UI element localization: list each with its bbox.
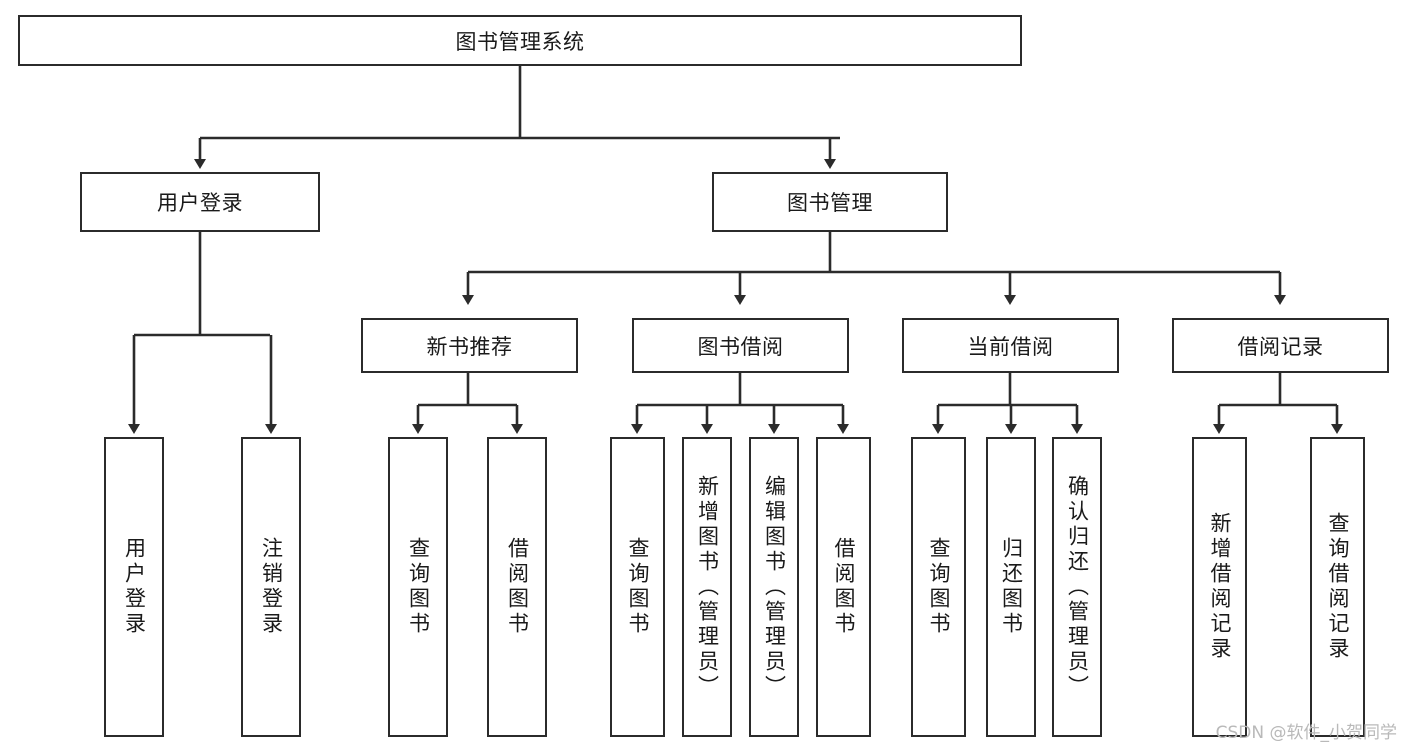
node-leaf-add-book[interactable]: 新增图书（管理员） — [682, 437, 732, 737]
node-borrow-record[interactable]: 借阅记录 — [1172, 318, 1389, 373]
node-leaf-borrow-book-2-label: 借阅图书 — [832, 537, 856, 637]
node-leaf-user-login-label: 用户登录 — [122, 537, 147, 637]
node-new-book-rec[interactable]: 新书推荐 — [361, 318, 578, 373]
node-leaf-user-logout-label: 注销登录 — [259, 537, 284, 637]
node-leaf-confirm-return[interactable]: 确认归还（管理员） — [1052, 437, 1102, 737]
node-leaf-return-book-label: 归还图书 — [999, 537, 1024, 637]
node-book-manage[interactable]: 图书管理 — [712, 172, 948, 232]
node-leaf-query-record[interactable]: 查询借阅记录 — [1310, 437, 1365, 737]
csdn-watermark: CSDN @软件_小贺同学 — [1215, 723, 1397, 743]
node-leaf-user-logout[interactable]: 注销登录 — [241, 437, 301, 737]
node-leaf-query-book-1-label: 查询图书 — [406, 537, 431, 637]
node-leaf-query-book-2[interactable]: 查询图书 — [610, 437, 665, 737]
node-current-borrow-label: 当前借阅 — [967, 334, 1054, 359]
node-leaf-add-record[interactable]: 新增借阅记录 — [1192, 437, 1247, 737]
node-leaf-confirm-return-label: 确认归还（管理员） — [1065, 474, 1090, 700]
node-book-borrow[interactable]: 图书借阅 — [632, 318, 849, 373]
node-leaf-query-book-3[interactable]: 查询图书 — [911, 437, 966, 737]
node-book-borrow-label: 图书借阅 — [697, 334, 784, 359]
node-leaf-user-login[interactable]: 用户登录 — [104, 437, 164, 737]
node-leaf-return-book[interactable]: 归还图书 — [986, 437, 1036, 737]
node-leaf-query-record-label: 查询借阅记录 — [1326, 512, 1350, 662]
node-root-label: 图书管理系统 — [455, 29, 585, 54]
node-book-manage-label: 图书管理 — [787, 191, 873, 215]
node-current-borrow[interactable]: 当前借阅 — [902, 318, 1119, 373]
node-leaf-borrow-book-1-label: 借阅图书 — [505, 537, 530, 637]
node-leaf-add-record-label: 新增借阅记录 — [1208, 512, 1232, 662]
node-user-login-label: 用户登录 — [157, 191, 243, 215]
node-leaf-edit-book-label: 编辑图书（管理员） — [762, 474, 787, 700]
node-leaf-query-book-3-label: 查询图书 — [927, 537, 951, 637]
node-leaf-query-book-2-label: 查询图书 — [626, 537, 650, 637]
node-root[interactable]: 图书管理系统 — [18, 15, 1022, 66]
node-borrow-record-label: 借阅记录 — [1237, 334, 1324, 359]
node-leaf-query-book-1[interactable]: 查询图书 — [388, 437, 448, 737]
node-new-book-rec-label: 新书推荐 — [426, 334, 513, 359]
node-leaf-add-book-label: 新增图书（管理员） — [695, 474, 720, 700]
node-user-login[interactable]: 用户登录 — [80, 172, 320, 232]
node-leaf-borrow-book-2[interactable]: 借阅图书 — [816, 437, 871, 737]
node-leaf-edit-book[interactable]: 编辑图书（管理员） — [749, 437, 799, 737]
node-leaf-borrow-book-1[interactable]: 借阅图书 — [487, 437, 547, 737]
